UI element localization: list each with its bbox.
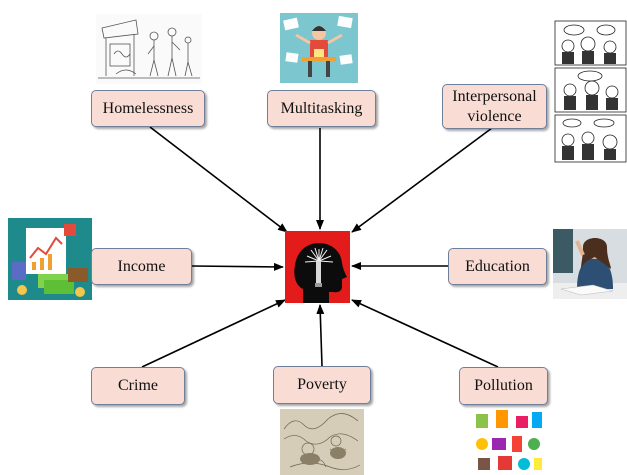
stressed-student-photo [553,229,627,299]
arrow-homelessness [149,126,288,233]
arrow-pollution [351,299,499,368]
center-head-image [285,231,350,303]
arrow-interpersonal-violence [351,127,493,233]
node-pollution: Pollution [459,367,548,405]
node-education: Education [448,248,547,285]
arrow-crime [141,299,286,368]
node-homelessness: Homelessness [91,90,205,127]
homelessness-sketch-illustration [96,14,202,84]
multitasking-person-illustration [280,13,358,83]
homelessness-sketch-icon [98,19,200,79]
head-silhouette-icon [285,231,350,303]
multitasking-icon [280,13,358,83]
node-multitasking: Multitasking [267,90,376,127]
node-interpersonal-violence: Interpersonal violence [442,84,547,129]
arrow-income [191,262,284,271]
money-icon [8,218,92,300]
node-crime: Crime [91,367,185,405]
student-icon [553,229,627,299]
comic-strip-illustration [554,20,627,164]
node-income: Income [91,248,192,285]
arrow-poverty [316,304,325,367]
colorful-waste-illustration [468,404,548,475]
pollution-icon [476,410,542,470]
money-finance-illustration [8,218,92,300]
node-poverty: Poverty [273,366,371,404]
engraving-icon [280,409,364,475]
engraving-illustration [280,409,364,475]
comic-strip-icon [554,20,627,163]
